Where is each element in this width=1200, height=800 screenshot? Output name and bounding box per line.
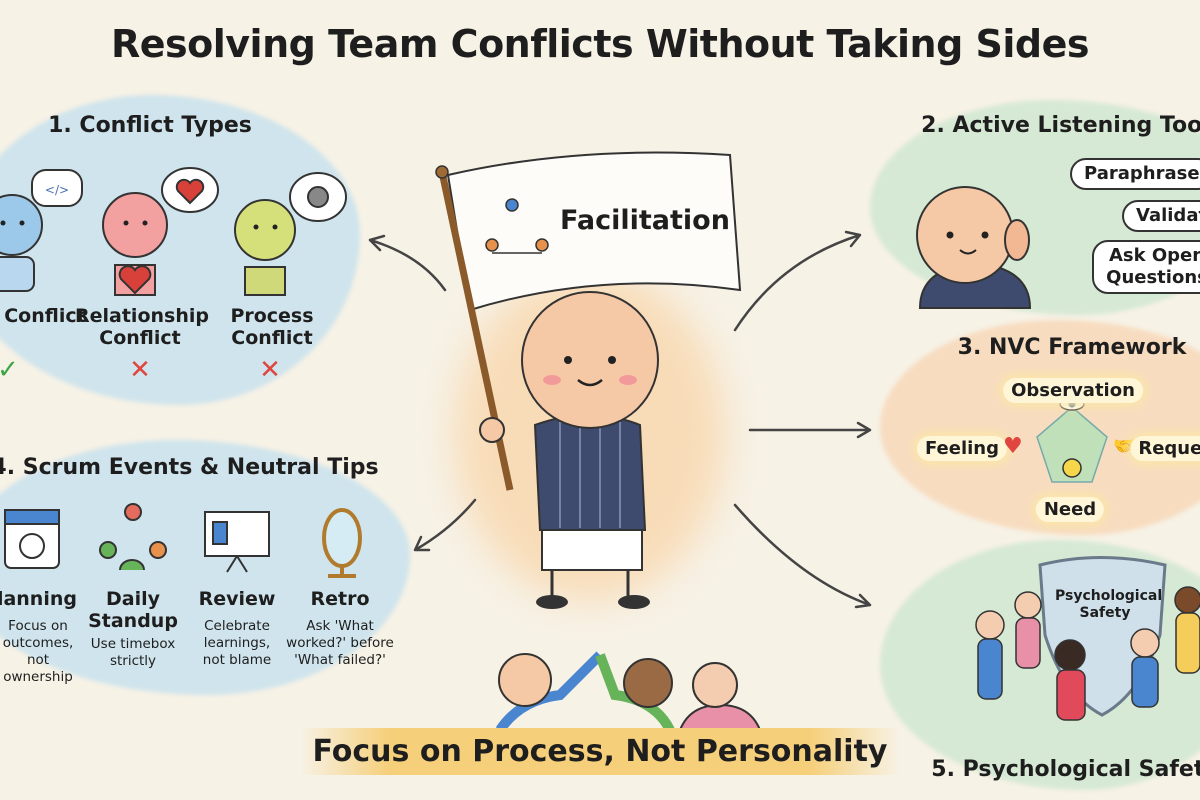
scrum-tip-standup: Use timebox strictly — [90, 636, 176, 669]
scrum-tip-planning: Focus on outcomes, not ownership — [2, 618, 74, 685]
heart-icon: ♥ — [1003, 434, 1023, 459]
handshake-icon: 🤝 — [1113, 436, 1136, 457]
lightbulb-icon — [1062, 458, 1082, 478]
nvc-feeling: Feeling — [916, 436, 1008, 461]
conflict-types-title: 1. Conflict Types — [48, 113, 252, 138]
svg-text:</>: </> — [45, 183, 69, 197]
bubble-ask-open-questions: Ask Open Questions — [1092, 240, 1200, 294]
scrum-label-review: Review — [198, 588, 276, 610]
calendar-icon — [4, 509, 60, 569]
head — [521, 291, 659, 429]
arrow-to-psych-safety — [733, 503, 872, 609]
conflict-label-process: Process Conflict — [230, 305, 314, 349]
nvc-observation: Observation — [1003, 378, 1143, 403]
broken-heart-icon — [161, 167, 219, 213]
cross-icon: ✕ — [259, 355, 281, 385]
check-icon: ✓ — [0, 355, 19, 385]
active-listening-title: 2. Active Listening Tools — [921, 113, 1200, 138]
page-title: Resolving Team Conflicts Without Taking … — [111, 22, 1090, 66]
ear-icon — [1004, 219, 1030, 261]
scrum-title: 4. Scrum Events & Neutral Tips — [0, 455, 379, 480]
psych-safety-illustration — [975, 556, 1200, 721]
bubble-paraphrase: Paraphrase — [1070, 158, 1200, 190]
process-face — [234, 199, 296, 261]
high-five-illustration — [495, 651, 761, 733]
cross-icon: ✕ — [129, 355, 151, 385]
flag-label: Facilitation — [560, 205, 730, 236]
scrum-tip-review: Celebrate learnings, not blame — [202, 618, 272, 668]
scrum-label-planning: Planning — [0, 588, 77, 610]
arrow-to-active-listening — [733, 230, 862, 332]
facilitator-illustration — [435, 151, 742, 609]
team-network-icon — [485, 198, 549, 254]
scrum-label-retro: Retro — [310, 588, 370, 610]
nvc-need: Need — [1035, 497, 1105, 522]
mirror-icon — [322, 508, 362, 578]
nvc-diagram — [1036, 397, 1108, 483]
nvc-title: 3. NVC Framework — [957, 335, 1187, 360]
team-cycle-icon — [99, 503, 167, 571]
arrow-to-nvc — [748, 421, 872, 439]
conflict-label-relationship: Relationship Conflict — [75, 305, 209, 349]
shield-text: Psychological Safety — [1055, 588, 1163, 621]
scrum-icons — [4, 503, 362, 578]
conflict-label-task: Task Conflict — [0, 305, 86, 327]
flag — [446, 151, 742, 312]
bubble-validate: Validate — [1122, 200, 1200, 232]
arrow-to-scrum — [413, 498, 477, 552]
listener-illustration — [916, 186, 1032, 309]
focus-banner: Focus on Process, Not Personality — [300, 728, 900, 775]
arrow-to-conflict-types — [368, 234, 447, 292]
nvc-request: Request — [1130, 436, 1200, 461]
scrum-tip-retro: Ask 'What worked?' before 'What failed?' — [286, 618, 394, 668]
presentation-board-icon — [204, 511, 270, 573]
conflict-faces: </> — [0, 167, 347, 296]
scrum-label-standup: Daily Standup — [88, 588, 178, 632]
body-shirt — [533, 414, 647, 531]
code-bubble-icon: </> — [31, 169, 83, 207]
psych-safety-title: 5. Psychological Safety — [931, 757, 1200, 782]
relationship-face — [102, 192, 168, 258]
panel-conflict-types-bg — [0, 95, 360, 405]
gear-icon — [289, 172, 347, 222]
